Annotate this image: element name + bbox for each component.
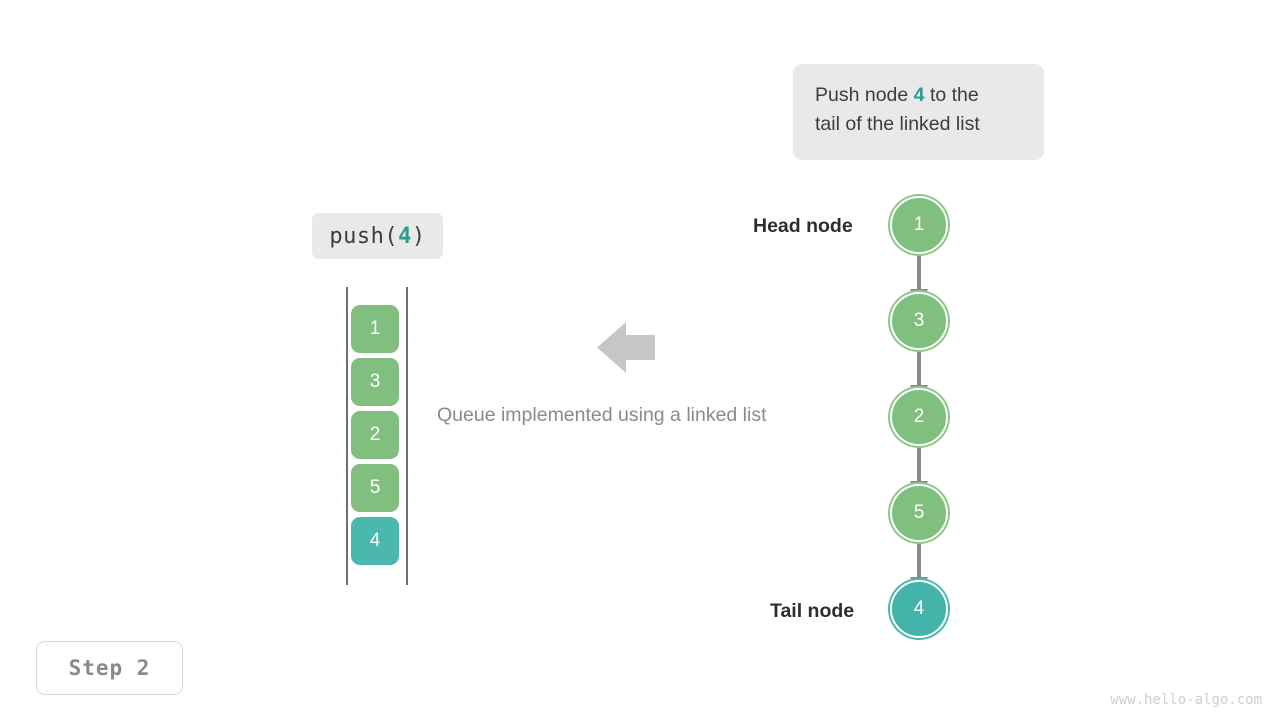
operation-label: push(4)	[329, 224, 425, 249]
operation-chip: push(4)	[312, 213, 443, 259]
step-badge-label: Step 2	[68, 656, 151, 680]
instruction-text-pre: Push node	[815, 84, 914, 106]
queue-rail-right	[406, 287, 408, 585]
queue-cell-value: 3	[369, 371, 381, 392]
list-node: 2	[890, 388, 948, 446]
queue-cell: 2	[351, 411, 399, 459]
queue-cell: 1	[351, 305, 399, 353]
queue-cell-value: 2	[369, 424, 381, 445]
list-node-value: 1	[913, 214, 925, 235]
list-node-tail: 4	[890, 580, 948, 638]
list-node-value: 2	[913, 406, 925, 427]
list-node-value: 3	[913, 310, 925, 331]
queue-cell-value: 4	[369, 530, 381, 551]
queue-cell: 5	[351, 464, 399, 512]
operation-suffix: )	[411, 223, 426, 249]
instruction-line-1: Push node 4 to the	[815, 81, 1022, 110]
list-node-value: 5	[913, 502, 925, 523]
queue-cell-value: 1	[369, 318, 381, 339]
list-node-value: 4	[913, 598, 925, 619]
instruction-text-post: to the	[924, 84, 979, 106]
left-arrow-icon	[597, 322, 655, 373]
head-node-label: Head node	[753, 215, 853, 237]
operation-prefix: push(	[329, 223, 399, 249]
queue-cell: 3	[351, 358, 399, 406]
queue-cell-new: 4	[351, 517, 399, 565]
operation-argument: 4	[398, 223, 412, 249]
list-node: 3	[890, 292, 948, 350]
tail-node-label: Tail node	[770, 600, 855, 622]
queue-cell-value: 5	[369, 477, 381, 498]
step-badge: Step 2	[36, 641, 183, 695]
watermark: www.hello-algo.com	[1110, 692, 1262, 708]
instruction-value-highlight: 4	[913, 84, 925, 106]
instruction-callout: Push node 4 to the tail of the linked li…	[793, 64, 1044, 160]
instruction-line-2: tail of the linked list	[815, 113, 980, 135]
list-node: 5	[890, 484, 948, 542]
list-node: 1	[890, 196, 948, 254]
queue-rail-left	[346, 287, 348, 585]
diagram-caption: Queue implemented using a linked list	[437, 404, 767, 426]
